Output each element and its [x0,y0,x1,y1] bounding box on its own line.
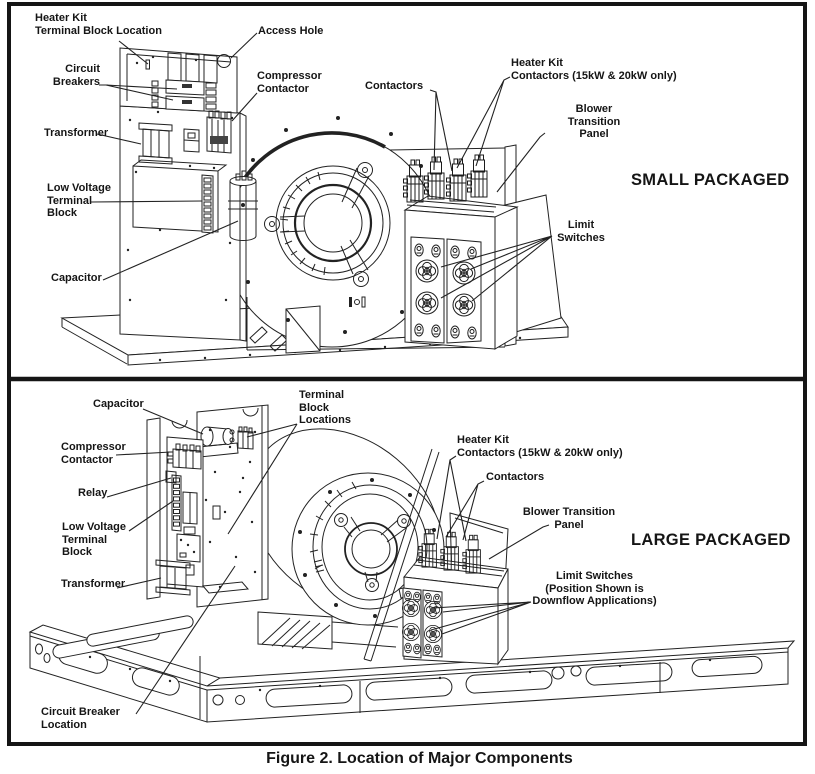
drum-tag [313,559,325,573]
label-capacitor: Capacitor [51,272,102,284]
inlet-hatch [279,171,326,276]
section-title-large-packaged: LARGE PACKAGED [631,531,791,549]
figure-border [7,2,807,746]
access-hole-shape [217,54,231,68]
terminal-block-mark [145,59,150,70]
label-transformer-large: Transformer [61,578,126,590]
section-title-small-packaged: SMALL PACKAGED [631,171,790,189]
nameplate-mark [349,296,366,308]
lv-terminal-squares [203,177,212,231]
rail-rivets [88,655,712,692]
small-packaged-leaders [90,32,553,302]
label-transformer: Transformer [44,127,109,139]
large-packaged-leaders [106,408,550,715]
label-relay: Relay [78,487,108,499]
small-packaged-drawing [60,47,569,366]
label-contactors-large: Contactors [486,471,545,483]
label-contactors: Contactors [365,80,424,92]
lp-panel-rivets [204,428,257,589]
lv-terminal-squares-lp [173,477,180,527]
figure-caption: Figure 2. Location of Major Components [266,750,573,767]
large-packaged-drawing [28,404,796,723]
panel-rivets [126,55,234,302]
label-capacitor-large: Capacitor [93,398,144,410]
label-access-hole: Access Hole [258,25,324,37]
drum-hatch [309,481,357,570]
